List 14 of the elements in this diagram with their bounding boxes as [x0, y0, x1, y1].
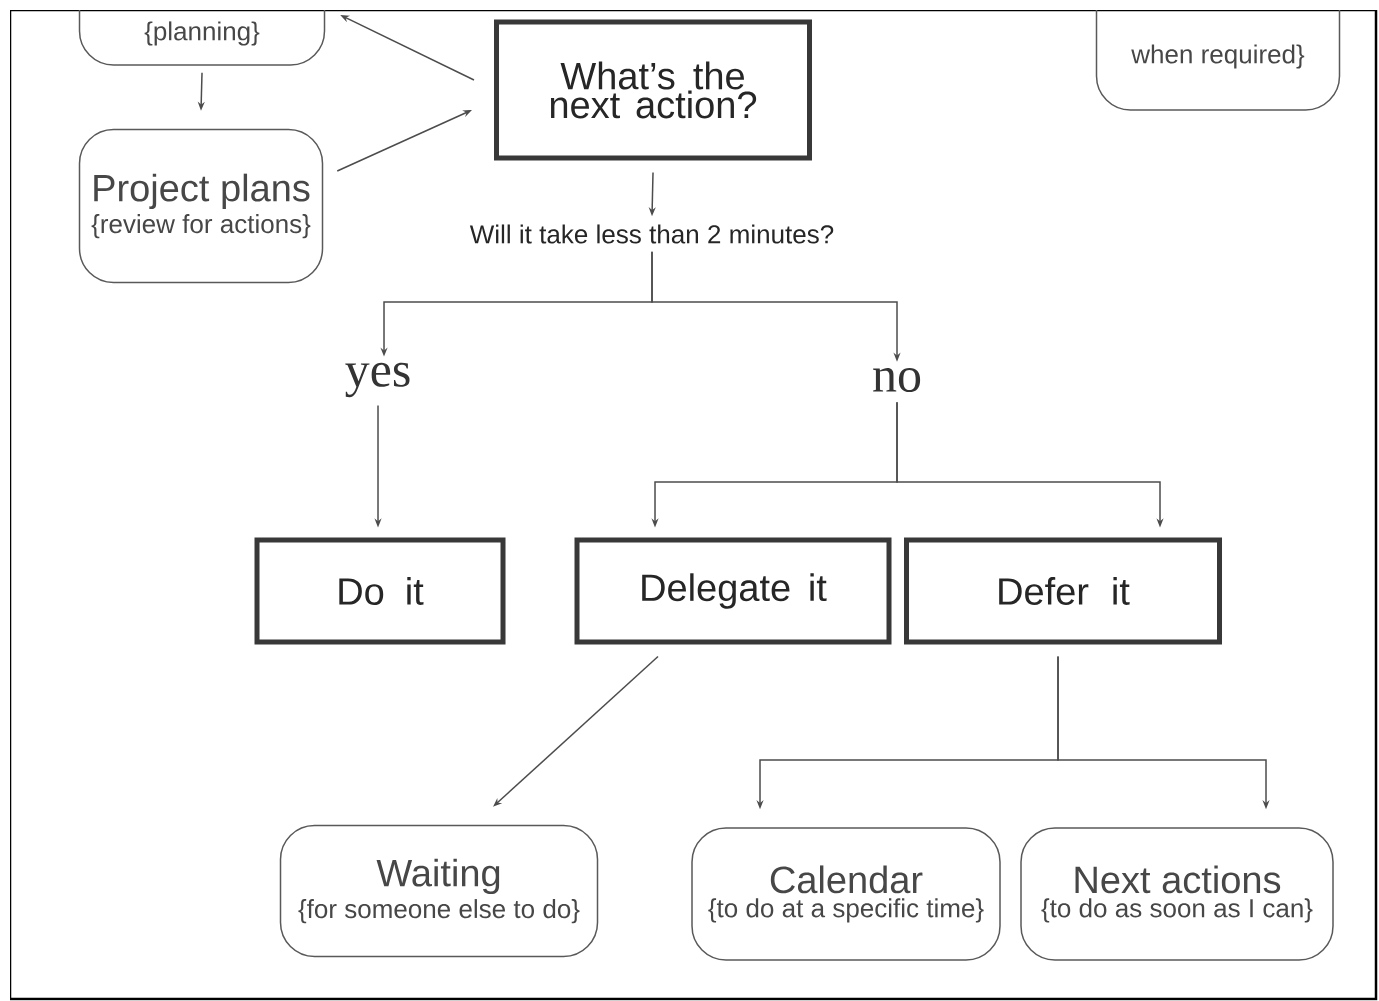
arrow	[493, 655, 659, 807]
action-box: Defer it	[904, 537, 1222, 645]
branch-label: yes	[345, 362, 410, 398]
rounded-box: Calendar {to do at a specific time}	[691, 827, 1001, 961]
question-box: What’s the next action?	[494, 19, 812, 161]
branch-label: no	[873, 368, 921, 392]
question-text: Will it take less than 2 minutes?	[469, 224, 834, 244]
rounded-box: Waiting {for someone else to do}	[279, 824, 599, 958]
action-box: Delegate it	[574, 537, 892, 645]
rounded-box: {planning}	[78, 10, 326, 66]
rounded-box: Project plans {review for actions}	[78, 128, 324, 284]
rounded-box: Next actions {to do as soon as I can}	[1020, 827, 1334, 961]
rounded-box: when required}	[1095, 10, 1341, 111]
action-box: Do it	[254, 537, 506, 645]
